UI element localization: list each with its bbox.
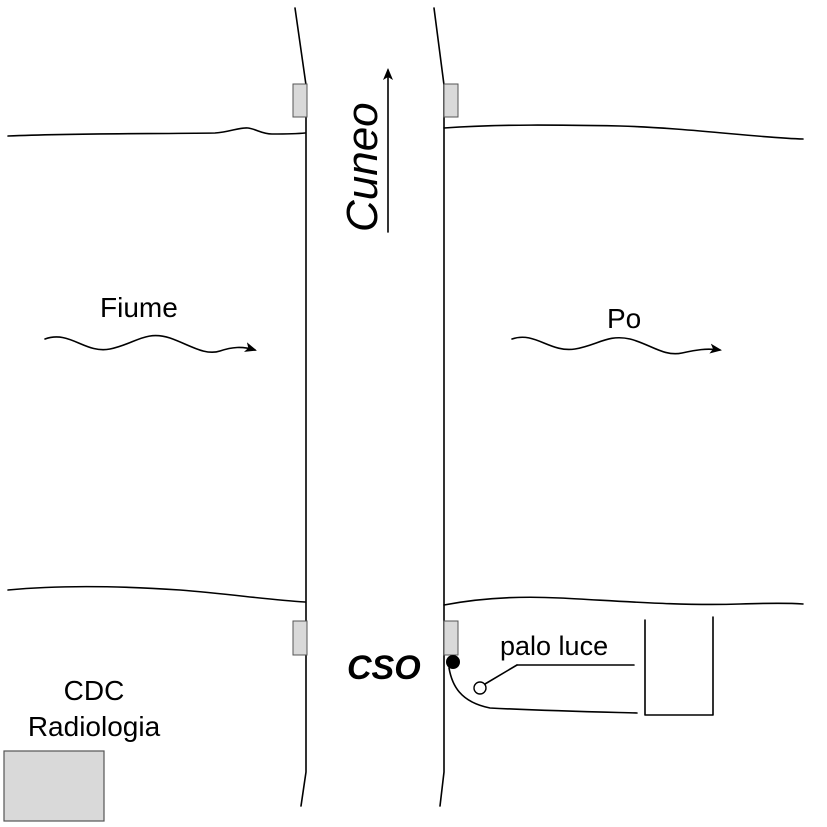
building-label-line1: CDC bbox=[64, 675, 125, 706]
bridge-left-edge bbox=[294, 7, 307, 807]
pier-south-right bbox=[443, 620, 459, 656]
pole-label: palo luce bbox=[500, 631, 608, 661]
cable-route bbox=[448, 667, 638, 714]
pier-south-left bbox=[292, 620, 308, 656]
river-bank-south-left bbox=[7, 585, 306, 603]
direction-label: Cuneo bbox=[338, 102, 387, 232]
building-label-line2: Radiologia bbox=[28, 711, 161, 742]
river-label-po: Po bbox=[607, 303, 641, 334]
hollow-circle-icon bbox=[473, 681, 487, 695]
wavy-arrow-right-icon bbox=[511, 336, 722, 355]
pier-north-left bbox=[292, 83, 308, 118]
site-label-cso: CSO bbox=[347, 649, 421, 687]
building-cdc-radiologia bbox=[3, 750, 105, 822]
filled-dot-icon bbox=[446, 655, 460, 669]
river-bank-north-right bbox=[443, 124, 804, 140]
structure-outline bbox=[644, 616, 714, 716]
river-bank-south-right bbox=[443, 596, 804, 606]
wavy-arrow-right-icon bbox=[44, 334, 257, 353]
river-bank-north-left bbox=[7, 127, 306, 137]
bridge-right-edge bbox=[433, 7, 445, 807]
pier-north-right bbox=[443, 83, 459, 118]
river-label-fiume: Fiume bbox=[100, 292, 178, 323]
pole-leader-line bbox=[484, 664, 518, 685]
